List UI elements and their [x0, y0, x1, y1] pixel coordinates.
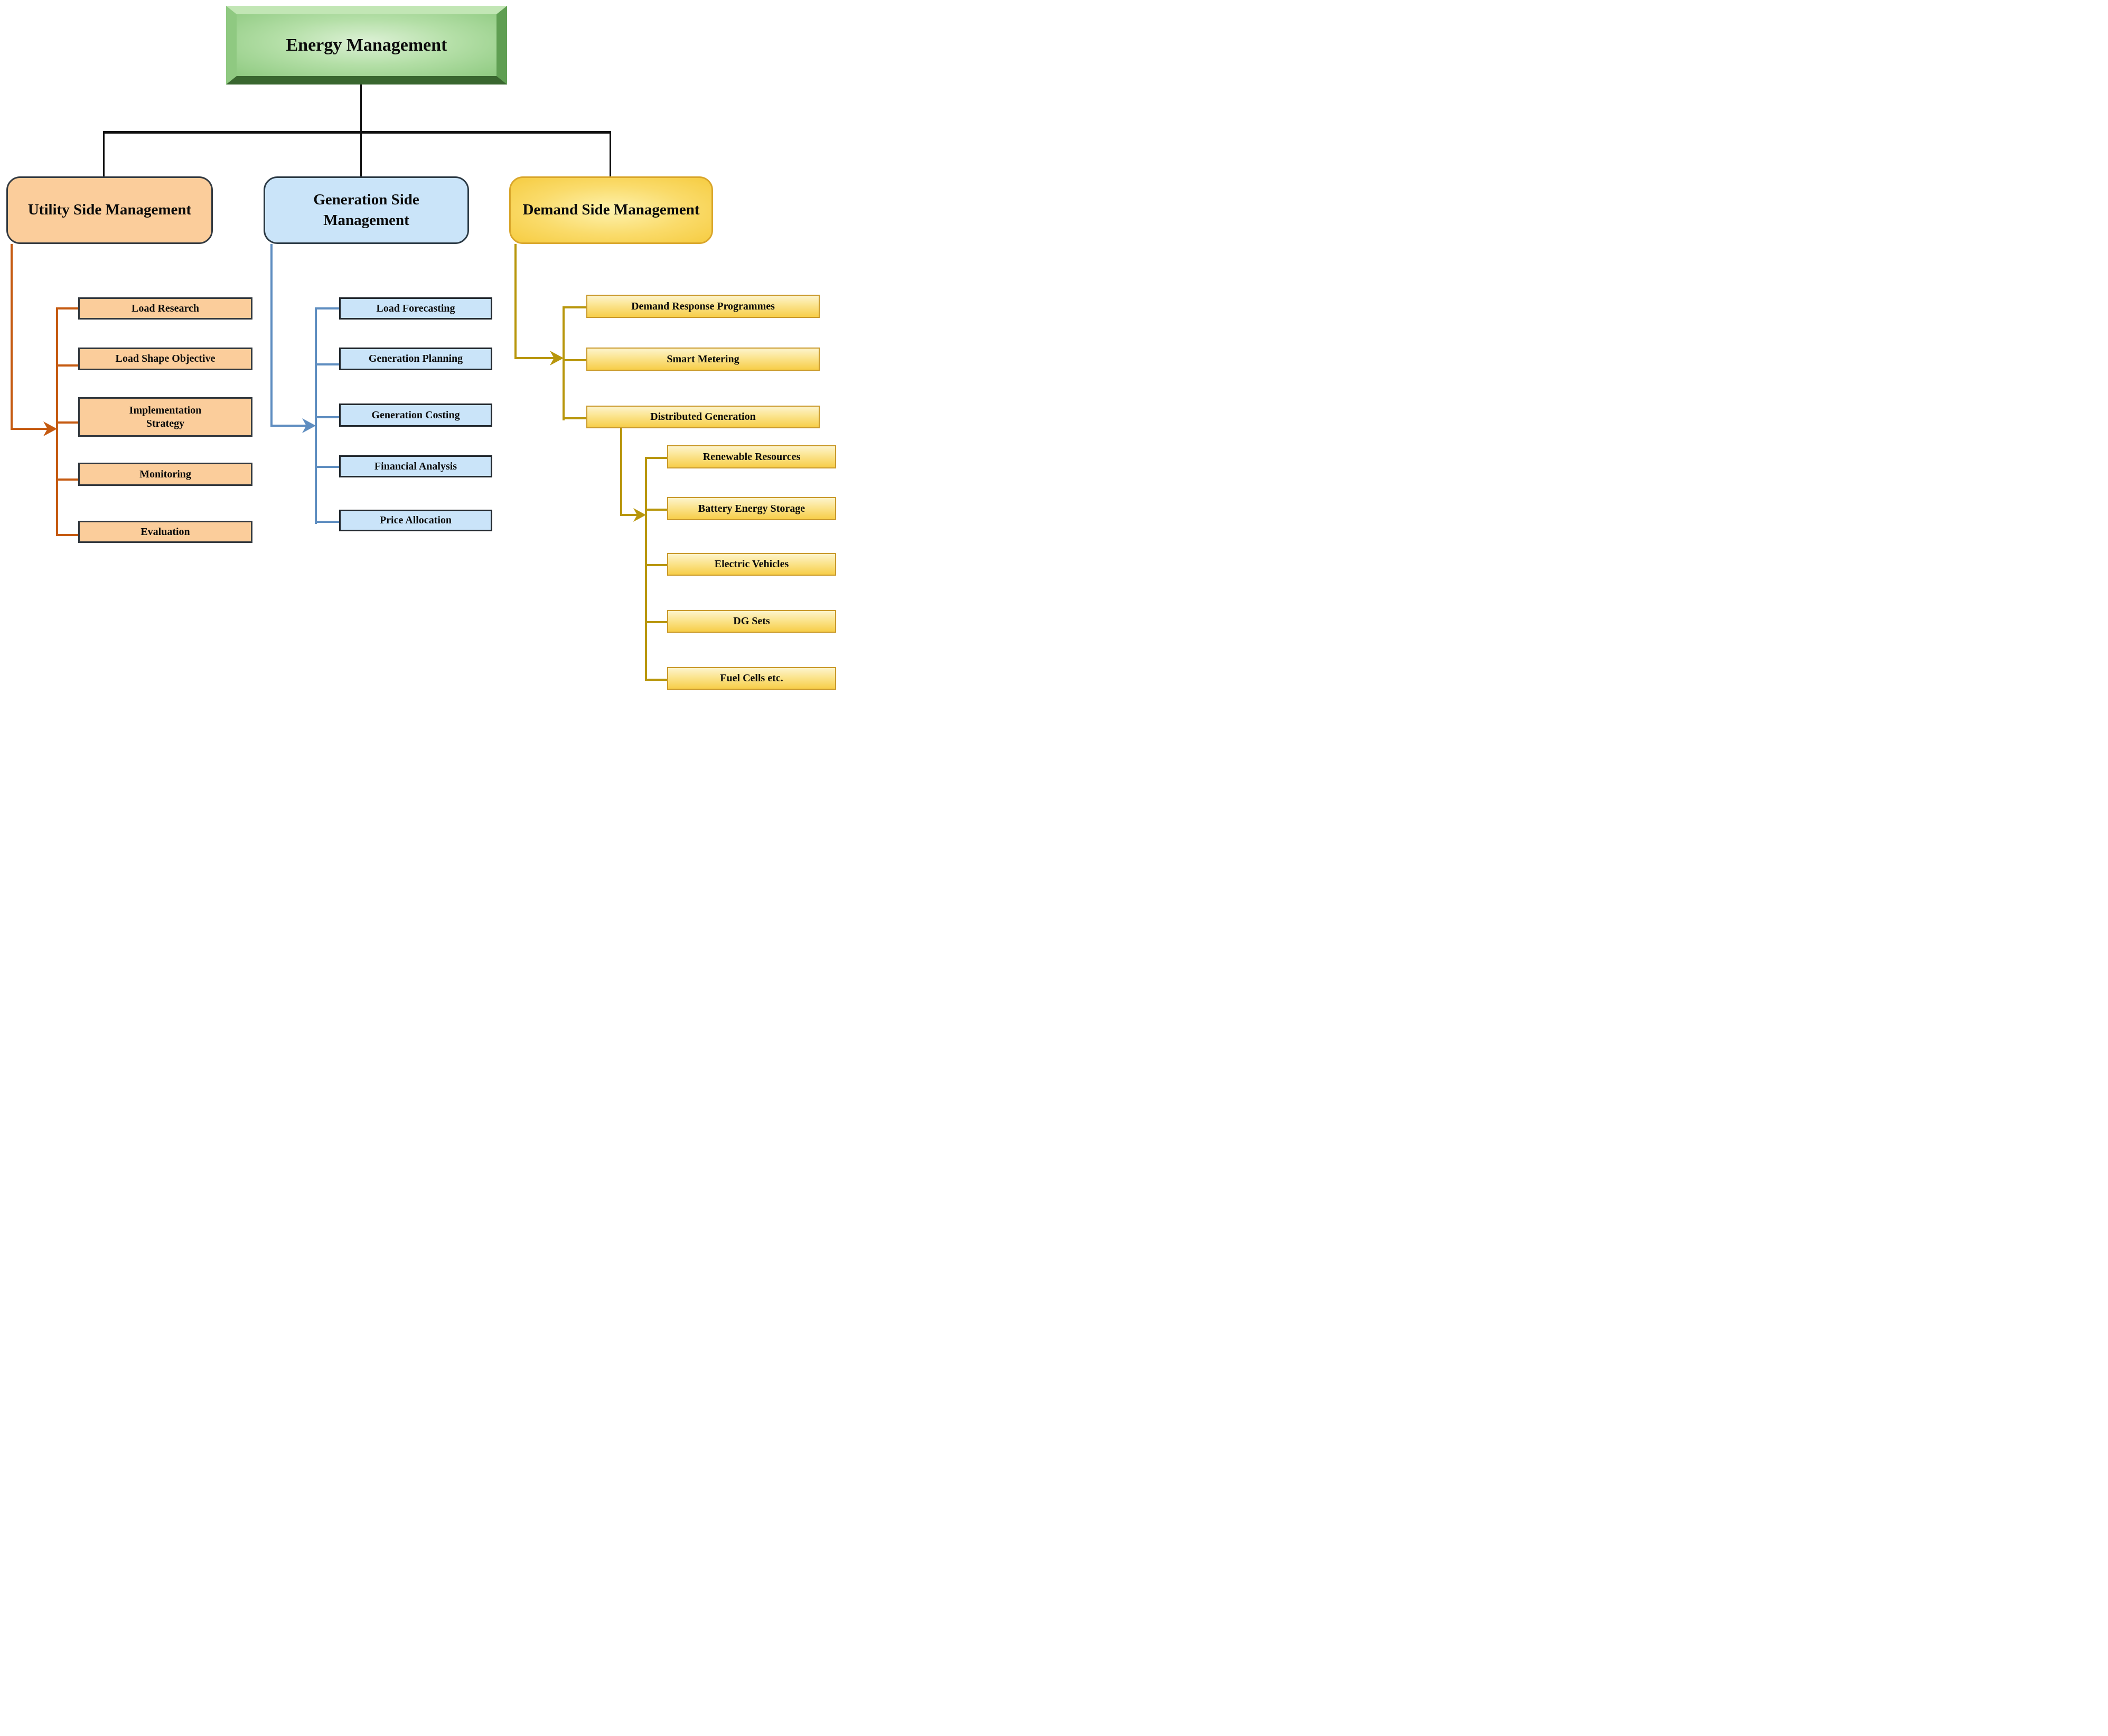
branch-generation-side-management: Generation Side Management — [264, 176, 469, 244]
trunk-vertical-line — [360, 85, 362, 176]
node-label: DG Sets — [733, 615, 770, 627]
demand-stub-distributed-generation — [565, 417, 586, 419]
generation-stub-generation-planning — [317, 363, 339, 365]
root-node-label: Energy Management — [286, 35, 447, 55]
utility-stub-load-research — [58, 307, 79, 309]
utility-stub-evaluation — [58, 534, 79, 536]
generation-stub-financial-analysis — [317, 466, 339, 468]
demand-connector-main — [514, 244, 517, 359]
node-evaluation: Evaluation — [78, 521, 252, 543]
generation-stub-load-forecasting — [317, 307, 339, 309]
subtree-connector-arrow-line — [620, 514, 638, 516]
node-label: Load Forecasting — [376, 302, 455, 314]
branch-demand-side-management: Demand Side Management — [509, 176, 713, 244]
node-label: Load Shape Objective — [115, 353, 216, 364]
node-implementation-strategy: Implementation Strategy — [78, 397, 252, 437]
node-load-forecasting: Load Forecasting — [339, 297, 492, 320]
node-label: Generation Costing — [371, 409, 460, 421]
node-dg-sets: DG Sets — [667, 610, 836, 633]
node-label: Renewable Resources — [702, 451, 801, 463]
energy-management-diagram: Energy Management Utility Side Managemen… — [0, 0, 843, 695]
utility-stub-monitoring — [58, 478, 79, 481]
generation-stub-price-allocation — [317, 521, 339, 523]
subtree-stub-fuel-cells — [647, 679, 667, 681]
node-label: Price Allocation — [379, 514, 452, 526]
node-label: Monitoring — [139, 468, 191, 480]
demand-connector-spine — [563, 306, 565, 420]
node-label: Distributed Generation — [650, 411, 756, 423]
node-generation-costing: Generation Costing — [339, 403, 492, 427]
node-label: Demand Response Programmes — [631, 300, 775, 312]
branch-label: Demand Side Management — [522, 201, 700, 219]
node-label: Load Research — [132, 302, 199, 314]
node-label: Battery Energy Storage — [698, 502, 805, 514]
generation-connector-main — [270, 244, 273, 427]
node-electric-vehicles: Electric Vehicles — [667, 553, 836, 576]
branch-utility-side-management: Utility Side Management — [6, 176, 213, 244]
node-financial-analysis: Financial Analysis — [339, 455, 492, 477]
generation-stub-generation-costing — [317, 416, 339, 418]
node-monitoring: Monitoring — [78, 463, 252, 486]
node-label: Fuel Cells etc. — [720, 672, 783, 684]
branch-label: Utility Side Management — [27, 201, 192, 219]
node-label: Financial Analysis — [374, 460, 457, 472]
generation-connector-spine — [315, 307, 317, 524]
node-generation-planning: Generation Planning — [339, 348, 492, 370]
node-fuel-cells-etc: Fuel Cells etc. — [667, 667, 836, 690]
generation-connector-arrow-line — [270, 425, 307, 427]
node-load-research: Load Research — [78, 297, 252, 320]
node-label: Implementation Strategy — [129, 404, 202, 429]
node-battery-energy-storage: Battery Energy Storage — [667, 497, 836, 520]
node-smart-metering: Smart Metering — [586, 348, 820, 371]
trunk-drop-utility — [103, 131, 105, 176]
trunk-drop-demand — [610, 131, 611, 176]
subtree-stub-electric-vehicles — [647, 564, 667, 566]
subtree-connector-main — [620, 428, 622, 516]
node-label: Smart Metering — [667, 353, 739, 365]
node-distributed-generation: Distributed Generation — [586, 406, 820, 428]
node-label: Electric Vehicles — [714, 558, 789, 570]
node-price-allocation: Price Allocation — [339, 510, 492, 531]
subtree-stub-battery-energy-storage — [647, 509, 667, 511]
node-load-shape-objective: Load Shape Objective — [78, 348, 252, 370]
trunk-horizontal-bar — [103, 131, 611, 134]
subtree-connector-spine — [645, 457, 647, 681]
node-renewable-resources: Renewable Resources — [667, 445, 836, 468]
subtree-stub-dg-sets — [647, 621, 667, 623]
utility-connector-arrow-line — [11, 428, 48, 430]
utility-connector-main — [11, 244, 13, 430]
demand-stub-response-programmes — [565, 306, 586, 308]
demand-stub-smart-metering — [565, 359, 586, 361]
root-node-energy-management: Energy Management — [226, 6, 507, 85]
node-label: Generation Planning — [368, 353, 463, 364]
node-label: Evaluation — [140, 526, 190, 538]
utility-stub-implementation-strategy — [58, 421, 79, 424]
demand-connector-arrow-line — [514, 357, 555, 359]
utility-connector-spine — [56, 307, 58, 536]
utility-stub-load-shape-objective — [58, 364, 79, 367]
node-demand-response-programmes: Demand Response Programmes — [586, 295, 820, 318]
subtree-stub-renewable-resources — [647, 457, 667, 459]
branch-label: Generation Side Management — [313, 191, 419, 229]
